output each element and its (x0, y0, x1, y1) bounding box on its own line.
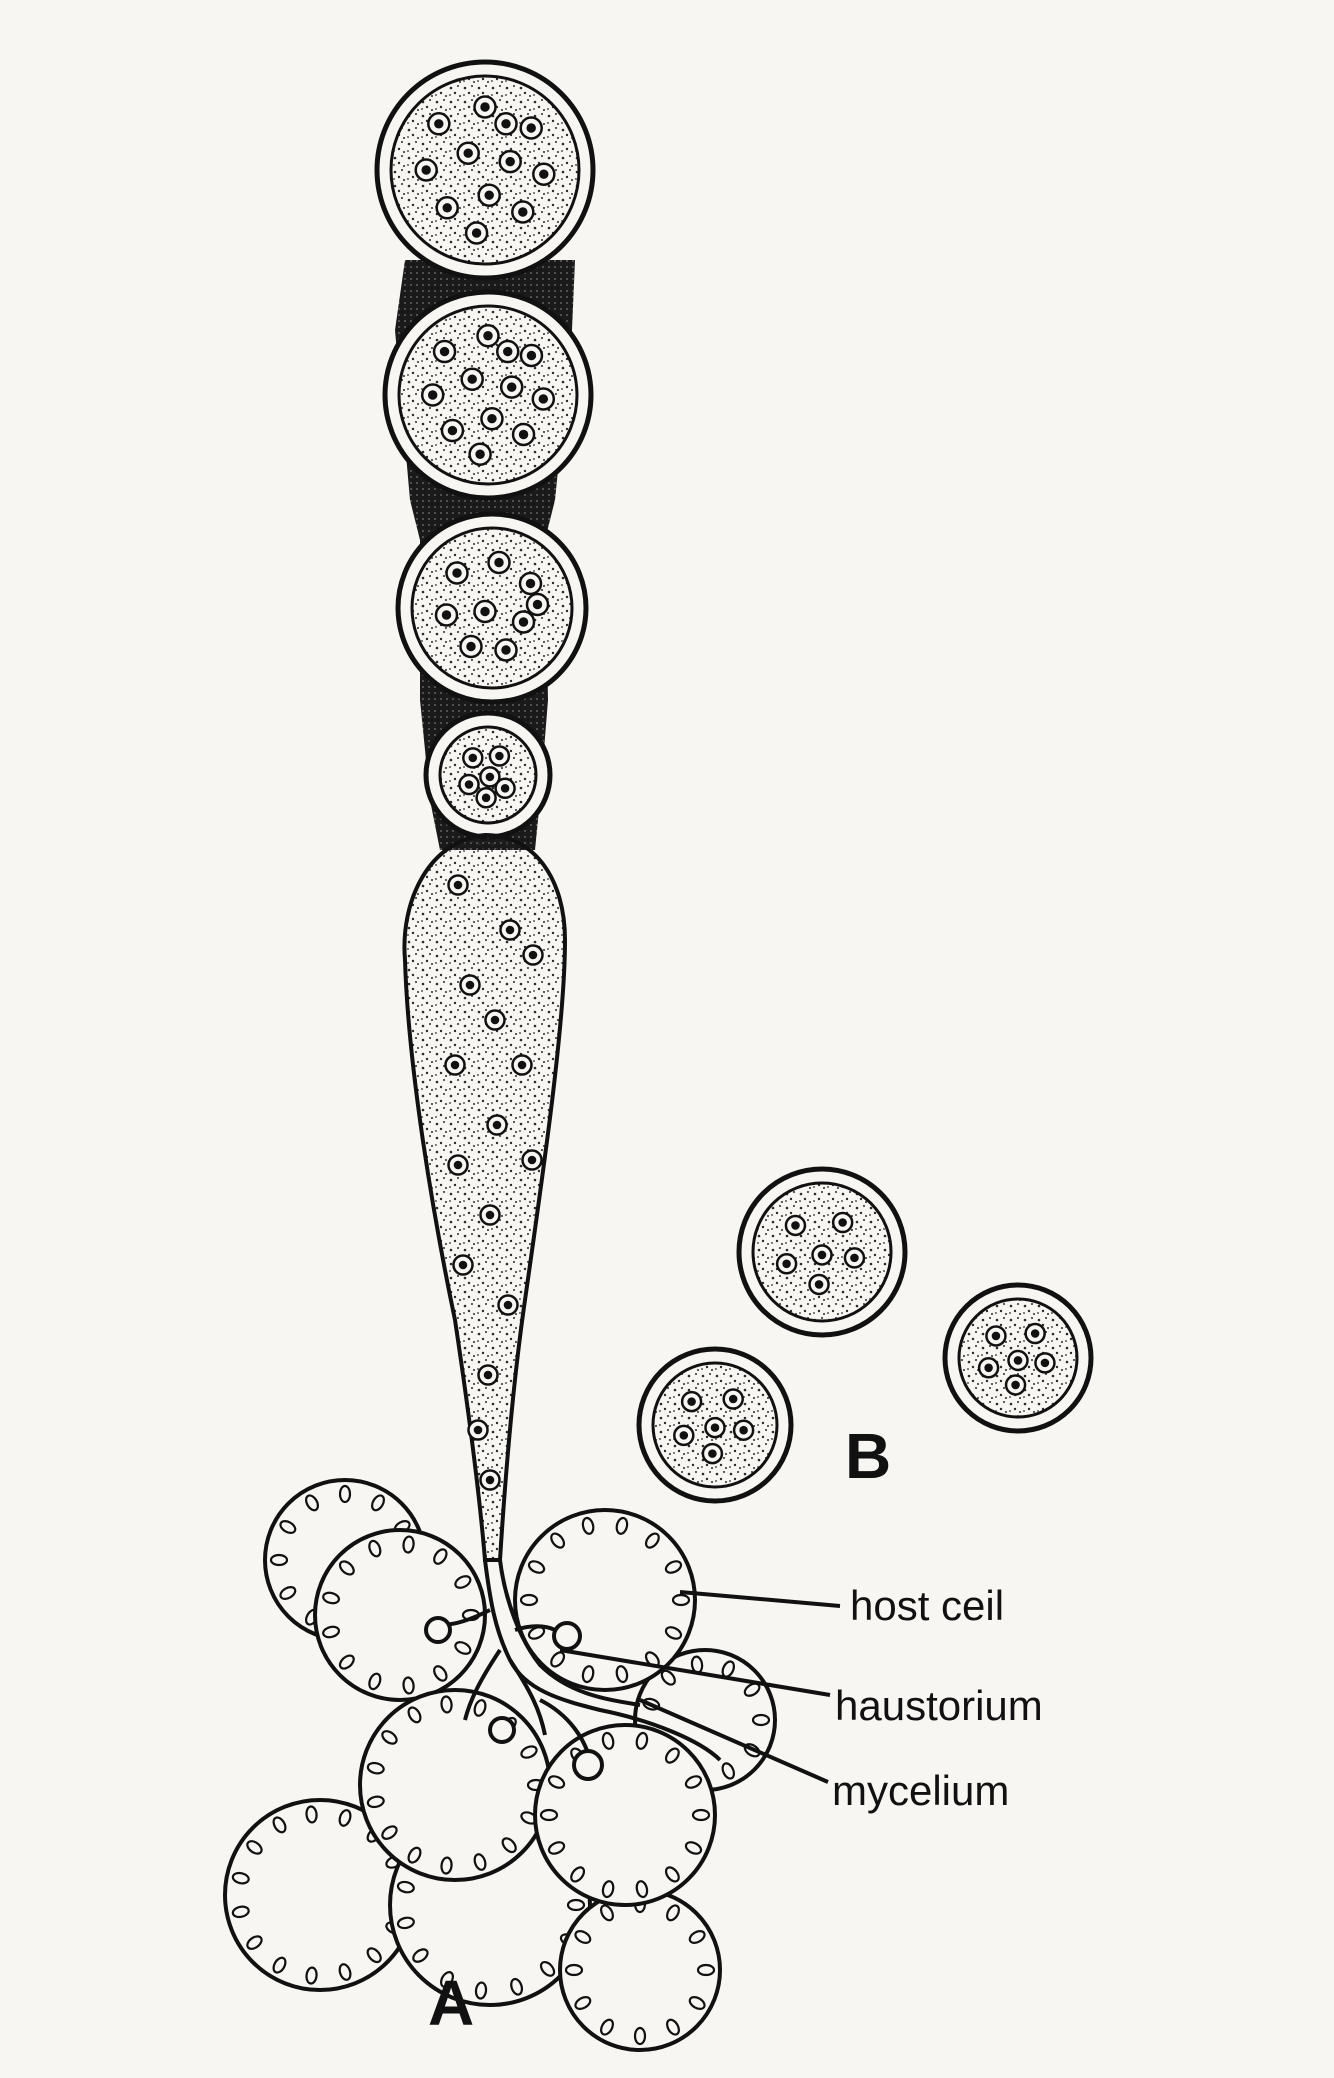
nucleus (473, 599, 497, 624)
nucleus (444, 1054, 466, 1076)
nucleus (831, 1211, 854, 1234)
nucleus (447, 874, 469, 896)
nucleus (468, 442, 492, 466)
free-conidia (636, 1166, 1094, 1504)
nucleus (488, 745, 511, 767)
nucleus (977, 1357, 1000, 1379)
nucleus (1004, 1374, 1027, 1396)
nucleus (440, 418, 465, 443)
nucleus (477, 1364, 499, 1386)
nucleus (484, 1009, 506, 1031)
nucleus (462, 747, 484, 769)
host-tissue (223, 1478, 777, 2052)
nucleus (525, 592, 550, 617)
conidium-1 (374, 59, 596, 281)
host-cell-mid-right (533, 1723, 717, 1907)
nucleus (479, 1204, 501, 1226)
nucleus (459, 974, 481, 996)
nucleus (519, 343, 544, 368)
free-conidium-1 (736, 1166, 908, 1338)
nucleus (479, 1469, 501, 1491)
nucleus (511, 610, 536, 634)
nucleus (452, 1254, 474, 1276)
nucleus (476, 324, 500, 348)
host-cell-mid-left (358, 1688, 552, 1882)
label-haustorium: haustorium (835, 1682, 1043, 1729)
nucleus (732, 1419, 755, 1441)
nucleus (519, 116, 543, 140)
nucleus (499, 919, 521, 941)
nucleus (434, 603, 459, 627)
nucleus (521, 1149, 543, 1171)
free-conidium-3 (636, 1346, 794, 1504)
nucleus (473, 95, 497, 119)
nucleus (518, 571, 543, 596)
nucleus (811, 1244, 833, 1266)
nucleus (435, 196, 459, 220)
nucleus (531, 387, 556, 411)
nucleus (722, 1388, 744, 1410)
nucleus (420, 383, 445, 407)
nucleus (487, 550, 511, 575)
panel-label-a: A (428, 1967, 474, 2039)
nucleus (704, 1416, 726, 1439)
haustoria (424, 1616, 604, 1781)
mycelium-hyphae (439, 1559, 722, 1762)
conidiophore (402, 832, 568, 1562)
host-cell-upper-left (313, 1528, 487, 1702)
nucleus (460, 367, 484, 391)
conidium-2 (382, 289, 594, 501)
nucleus (499, 375, 524, 399)
nucleus (494, 112, 518, 136)
nucleus (843, 1247, 866, 1269)
nucleus (494, 777, 516, 800)
nucleus (464, 221, 489, 245)
nucleus (447, 1154, 469, 1176)
nucleus (496, 339, 520, 364)
host-cell-upper-right (513, 1508, 697, 1692)
nucleus (1007, 1349, 1029, 1372)
nucleus (1034, 1352, 1056, 1374)
conidium-4 (423, 710, 553, 840)
label-host-cell: host ceil (850, 1582, 1004, 1629)
nucleus (1024, 1322, 1046, 1345)
nucleus (480, 406, 504, 431)
panel-label-b: B (845, 1420, 891, 1492)
nucleus (479, 766, 501, 788)
free-conidium-2 (942, 1282, 1094, 1434)
nucleus (511, 1054, 533, 1076)
nucleus (532, 162, 556, 186)
nucleus (498, 149, 522, 174)
nucleus (427, 112, 451, 136)
nucleus (701, 1442, 724, 1465)
nucleus (458, 773, 480, 796)
nucleus (494, 638, 518, 662)
nucleus (445, 561, 469, 585)
nucleus (522, 944, 544, 966)
callout-leaders (559, 1590, 841, 1784)
nucleus (680, 1390, 703, 1413)
nucleus (456, 141, 480, 165)
conidium-3 (395, 511, 589, 705)
nucleus (467, 1419, 489, 1441)
nucleus (511, 200, 535, 224)
nucleus (414, 158, 438, 182)
conidia-chain (374, 59, 596, 840)
nucleus (432, 339, 457, 364)
nucleus (477, 183, 501, 207)
nucleus (459, 634, 483, 659)
nucleus (808, 1273, 830, 1296)
nucleus (486, 1114, 508, 1136)
nucleus (497, 1294, 519, 1316)
nucleus (775, 1253, 798, 1275)
nucleus (985, 1325, 1007, 1347)
nucleus (784, 1214, 807, 1237)
label-mycelium: mycelium (832, 1767, 1009, 1814)
nucleus (475, 787, 497, 809)
host-cell-lower-right (558, 1888, 722, 2052)
nucleus (511, 422, 536, 447)
nucleus (673, 1424, 695, 1447)
